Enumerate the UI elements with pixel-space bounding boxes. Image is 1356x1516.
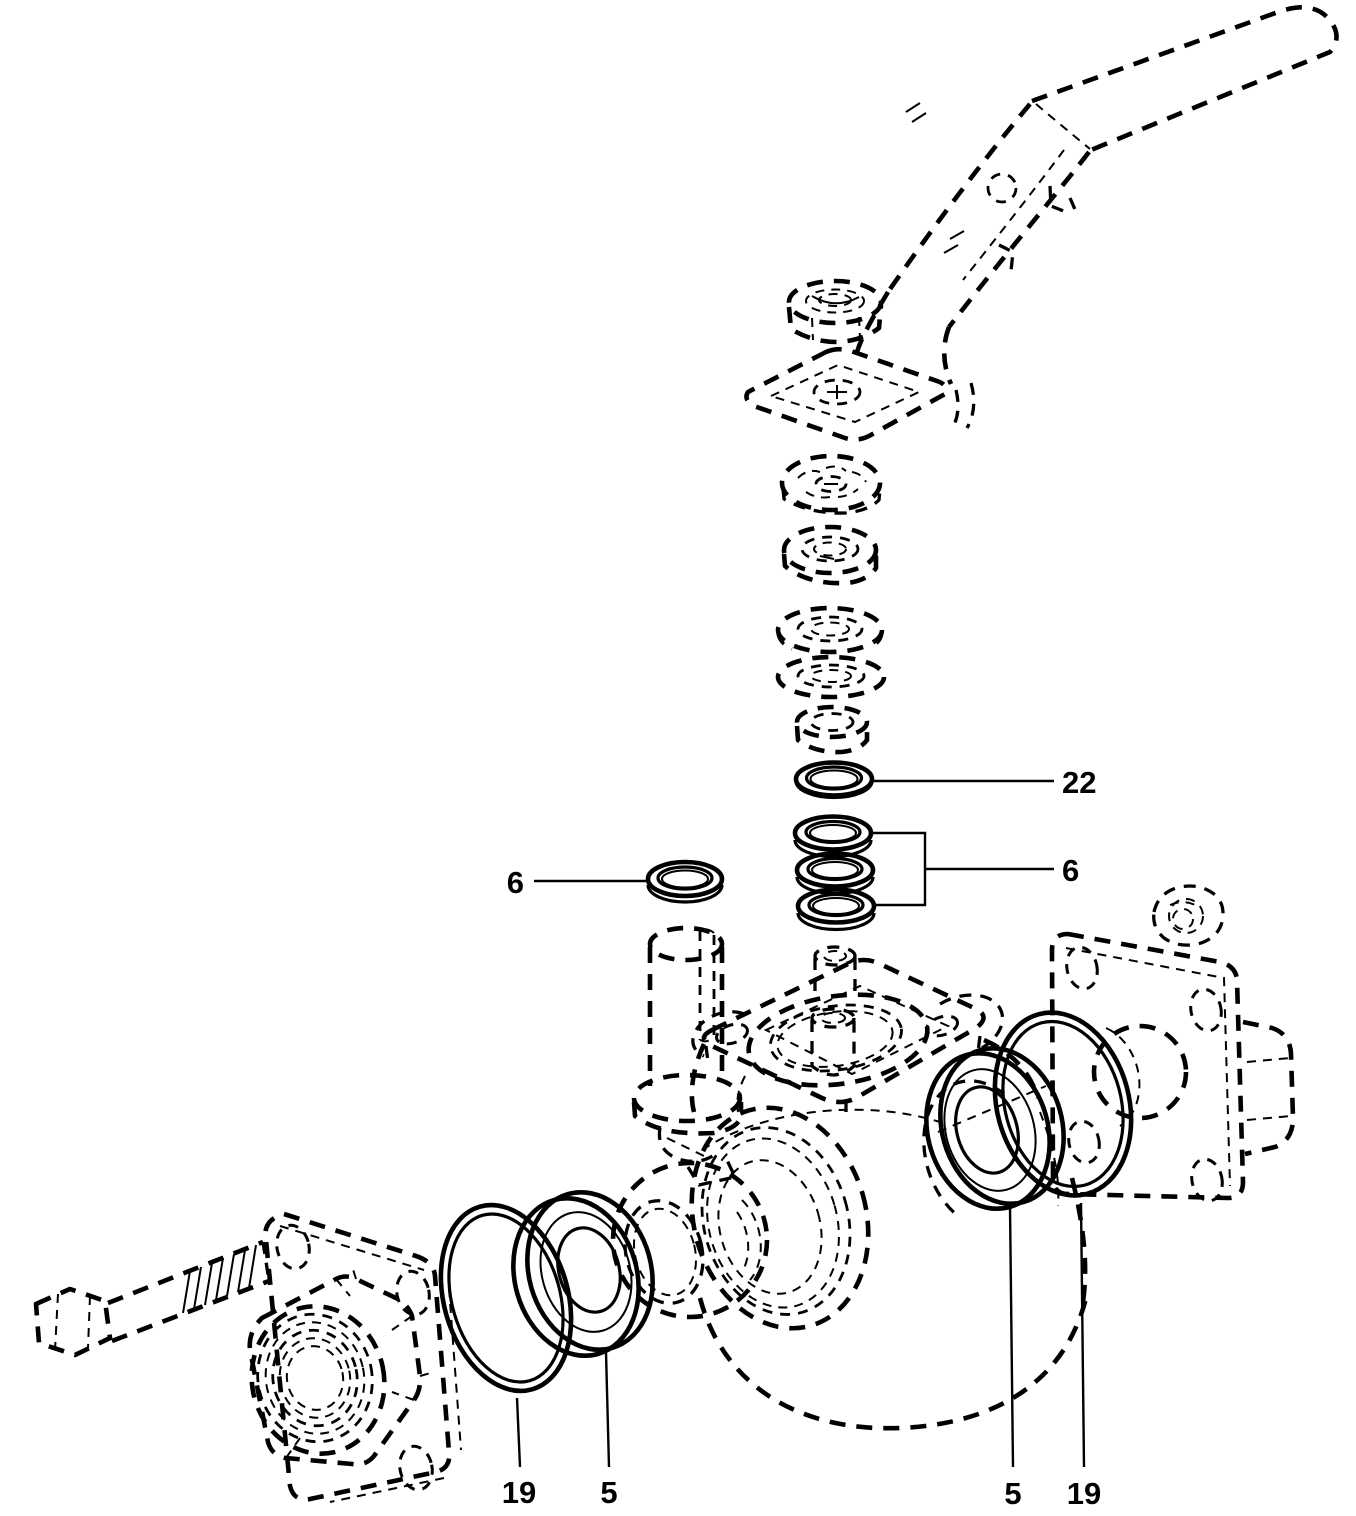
stem-lock-washer [779,453,883,515]
leader-line-5-right [1008,1206,1015,1468]
stem-nut [786,278,884,345]
flange-bolt [33,1239,271,1358]
right-flange [1049,884,1296,1203]
valve-body [689,945,1089,1431]
left-port-opening [689,1105,871,1331]
left-flange [247,1211,462,1503]
bracket-6 [871,831,927,907]
left-flange-bore [249,1304,387,1456]
seat-ring-5-left [511,1189,655,1359]
stem-bushing [794,704,870,755]
right-flange-side-boss [1242,1019,1296,1157]
valve-ball [610,1157,770,1320]
callout-5-bottom-right: 5 [1004,1206,1022,1511]
packing-ring-single-6 [645,859,725,904]
packing-gland-nut [781,524,879,586]
leader-line-19-right [1079,1202,1086,1468]
handle-base-hole [812,378,862,406]
right-flange-bore [1091,1023,1189,1121]
handle-hole [986,172,1018,204]
thrust-washer-22 [793,760,875,800]
callout-5-bottom-left: 5 [600,1351,618,1510]
callout-label-5-left: 5 [600,1475,617,1510]
mounting-stud-center [810,1007,856,1077]
callout-label-19-left: 19 [502,1475,536,1510]
callout-19-bottom-right: 19 [1067,1202,1101,1511]
body-oring-19-left [438,1202,574,1394]
callout-label-6-right: 6 [1062,853,1079,888]
callout-6-left: 6 [507,865,648,900]
callout-label-19-right: 19 [1067,1476,1101,1511]
callout-label-22: 22 [1062,765,1096,800]
valve-handle [744,5,1339,442]
callout-label-5-right: 5 [1004,1476,1021,1511]
valve-stem [631,925,744,1163]
mounting-pad [701,957,986,1105]
callout-19-bottom-left: 19 [502,1397,536,1510]
callout-6-right: 6 [871,831,1079,907]
bolt-threads [182,1244,257,1314]
handle-base-plate [744,346,949,442]
leader-line-5-left [604,1351,611,1468]
packing-ring-stack-6 [792,814,877,932]
seat-ring-5-right [924,1045,1066,1212]
mounting-stud-upper [813,945,857,1000]
callout-label-6-left: 6 [507,865,524,900]
leader-line-19-left [515,1397,522,1468]
right-flange-nut [1152,884,1225,947]
stem-washers [775,605,887,700]
right-flange-plate [1049,931,1246,1201]
callout-22: 22 [872,765,1096,800]
bolt-head [33,1286,113,1358]
